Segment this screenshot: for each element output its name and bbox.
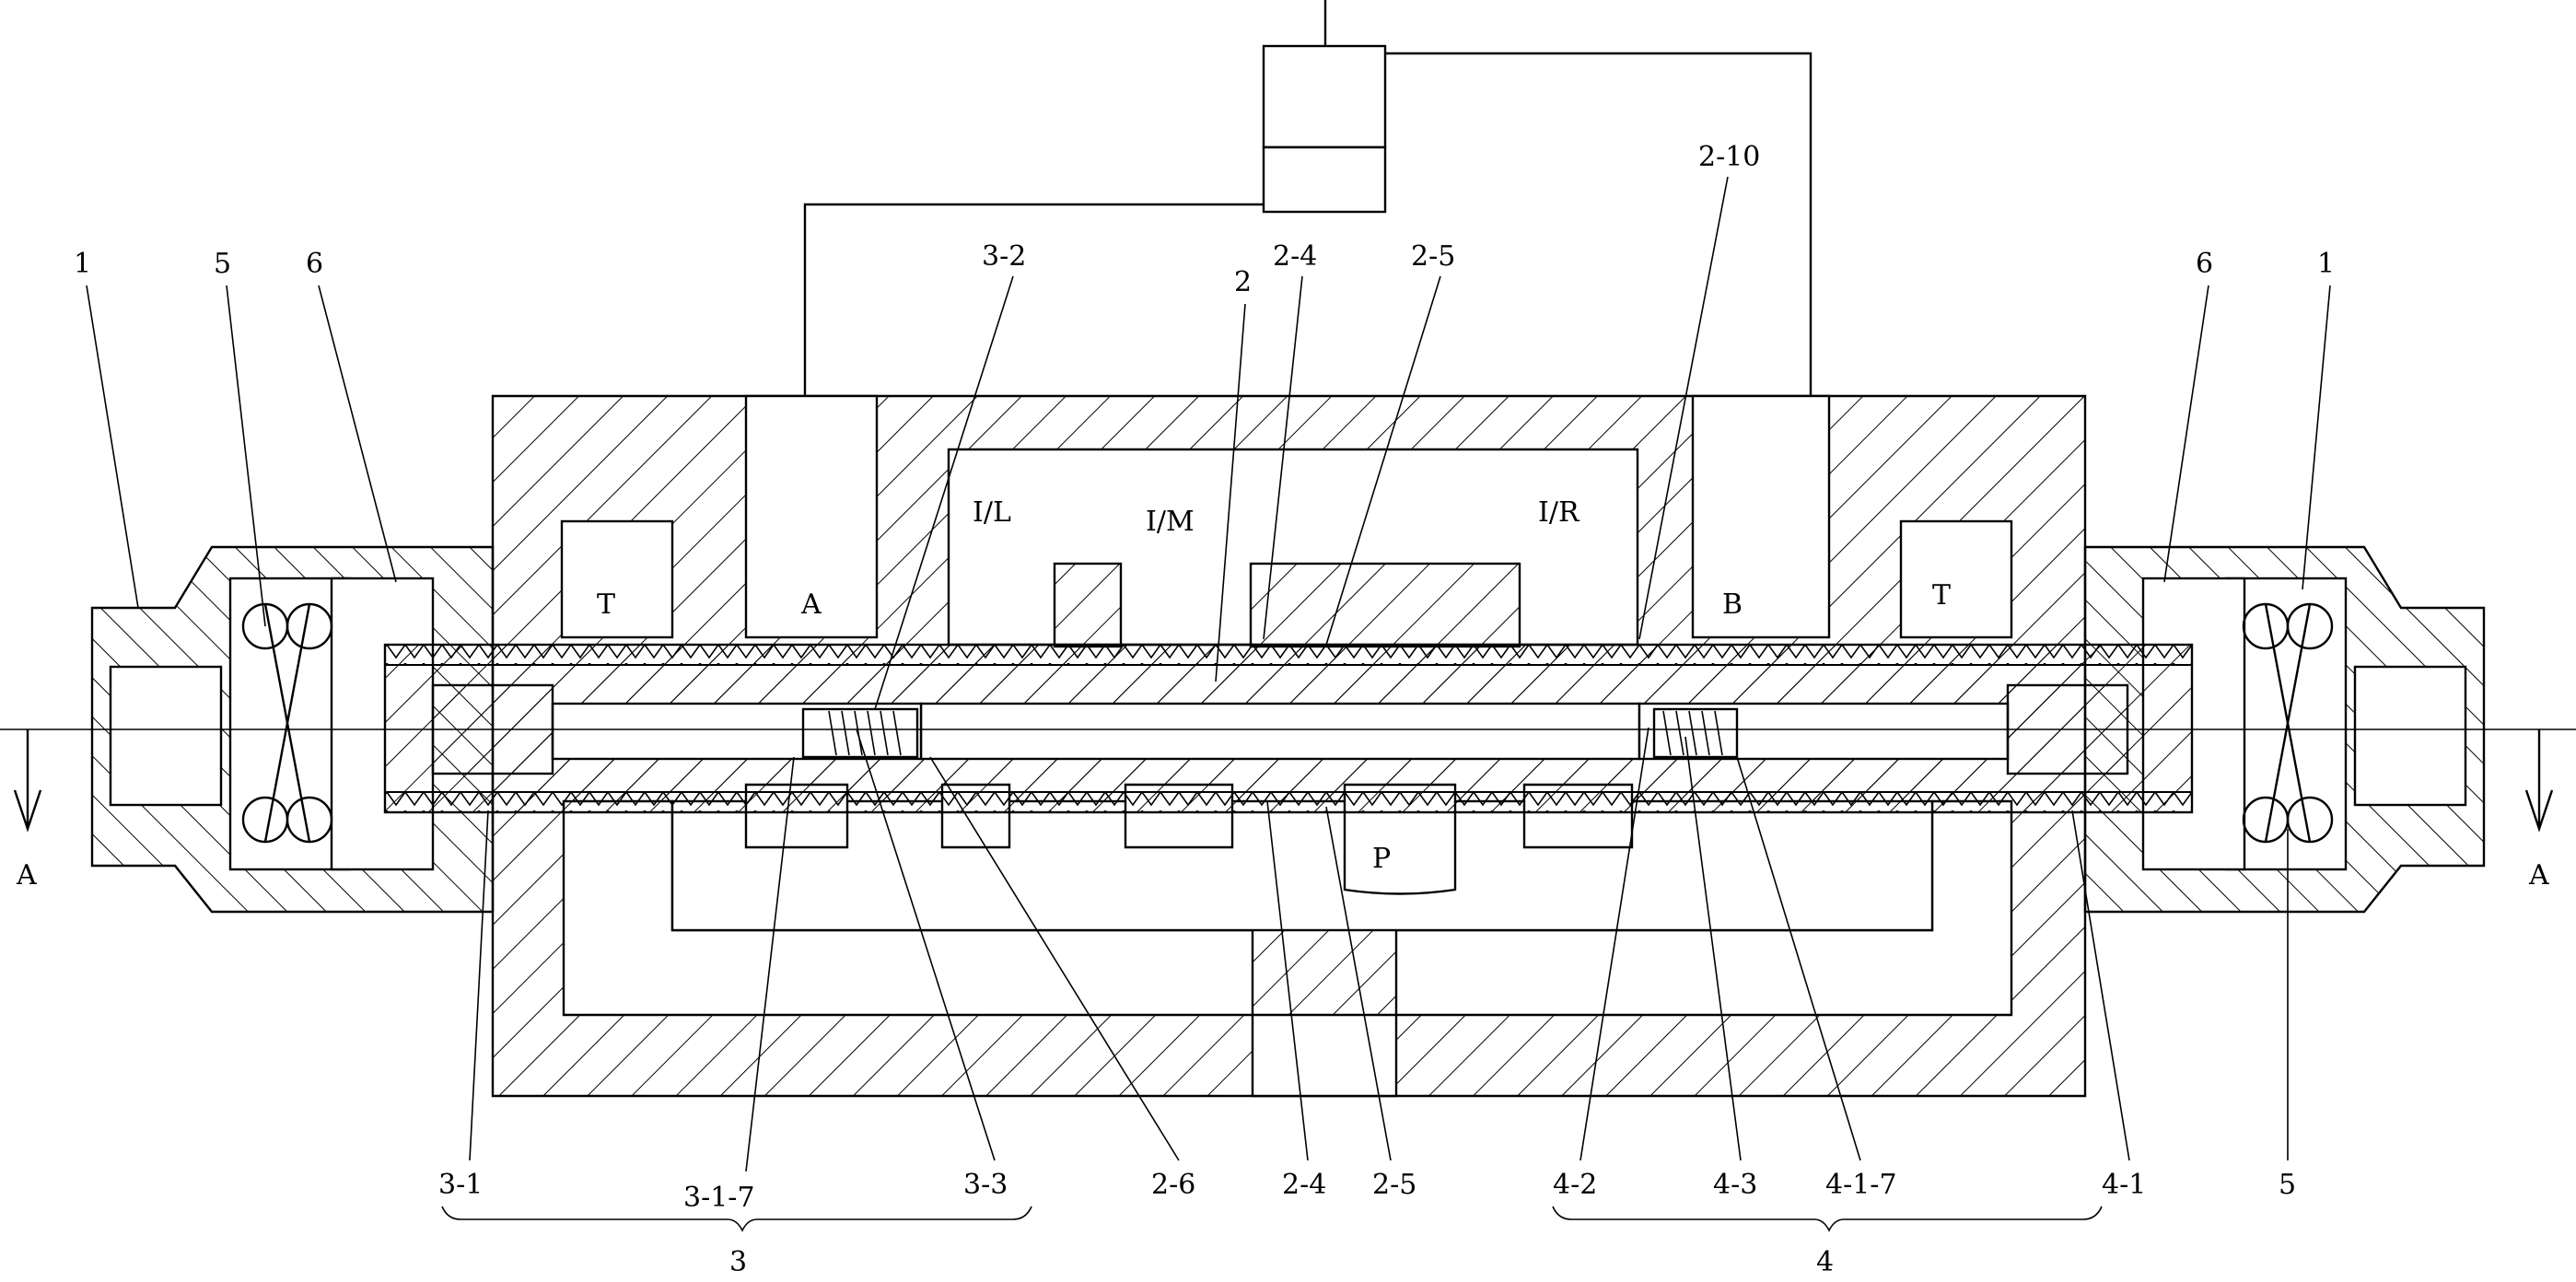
- callout-3-1-7: 3-1-7: [683, 1182, 755, 1214]
- port-label-b: B: [1722, 589, 1743, 621]
- callout-2-5-bottom: 2-5: [1372, 1169, 1416, 1201]
- spool: [0, 643, 2576, 814]
- section-marker-left: A: [13, 729, 42, 892]
- callout-1-right: 1: [2317, 248, 2335, 280]
- port-label-a: A: [800, 589, 822, 621]
- callout-3-1: 3-1: [438, 1169, 483, 1201]
- callout-4-1: 4-1: [2102, 1169, 2146, 1201]
- callout-6-left: 6: [306, 248, 323, 280]
- section-marker-right: A: [2524, 729, 2554, 892]
- chamber-label-middle: I/M: [1146, 506, 1195, 538]
- pilot-block: [803, 0, 1813, 396]
- group-brace-left: 3: [441, 1206, 1032, 1278]
- callout-4-2: 4-2: [1553, 1169, 1597, 1201]
- chamber-label-left: I/L: [973, 496, 1011, 529]
- callout-2-6: 2-6: [1151, 1169, 1195, 1201]
- pilot-spring-right: [1652, 707, 1739, 759]
- callouts-bottom: 3-1 3-1-7 3-3 2-6 2-4 2-5 4-2 4-3 4-1-7 …: [438, 727, 2296, 1214]
- callout-6-right: 6: [2196, 248, 2213, 280]
- group-brace-right: 4: [1552, 1206, 2103, 1278]
- callout-4-1-7: 4-1-7: [1825, 1169, 1897, 1201]
- group-label-4: 4: [1816, 1246, 1834, 1278]
- callout-2-10: 2-10: [1698, 141, 1760, 173]
- callout-4-3: 4-3: [1713, 1169, 1757, 1201]
- spring-left: [241, 602, 333, 844]
- pilot-spring-left: [801, 707, 919, 759]
- section-label-left: A: [16, 859, 37, 892]
- callout-3-3: 3-3: [963, 1169, 1008, 1201]
- callout-2-4-bottom: 2-4: [1282, 1169, 1326, 1201]
- callout-5-right: 5: [2279, 1169, 2296, 1201]
- spring-right: [2242, 602, 2334, 844]
- group-label-3: 3: [729, 1246, 747, 1278]
- callout-2-5-top: 2-5: [1411, 240, 1455, 273]
- callout-3-2: 3-2: [982, 240, 1026, 273]
- callouts-top: 1 5 6 3-2 2 2-4 2-5 2-10 6 1: [74, 141, 2335, 710]
- port-label-p: P: [1372, 843, 1391, 875]
- section-label-right: A: [2528, 859, 2549, 892]
- callout-2: 2: [1234, 266, 1252, 298]
- callout-5-left: 5: [214, 248, 231, 280]
- port-label-t-left: T: [597, 589, 615, 621]
- chamber-label-right: I/R: [1538, 496, 1580, 529]
- port-label-t-right: T: [1932, 579, 1951, 612]
- callout-2-4-top: 2-4: [1273, 240, 1317, 273]
- callout-1-left: 1: [74, 248, 91, 280]
